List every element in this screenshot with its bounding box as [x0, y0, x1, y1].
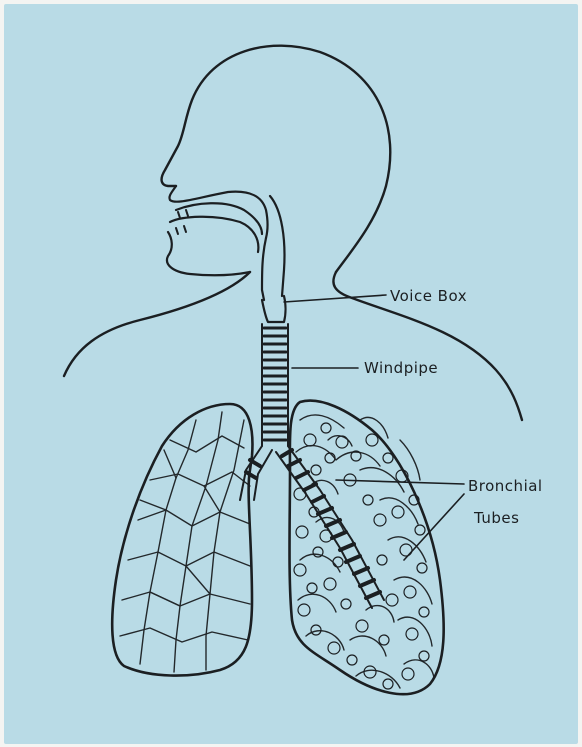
- tongue: [170, 217, 258, 252]
- pharynx: [270, 196, 284, 296]
- left-lung-outline: [112, 404, 252, 676]
- voice-box-leader: [284, 295, 386, 302]
- pharynx-inner: [262, 238, 266, 300]
- shoulder-left: [64, 272, 250, 376]
- bronchial-tube-rings: [246, 450, 380, 598]
- bronchial-tubes-label-line2: Tubes: [474, 509, 519, 527]
- teeth: [176, 210, 188, 234]
- head-outline: [162, 46, 391, 272]
- bronchial-tubes-label-line1: Bronchial: [468, 477, 543, 495]
- right-lung-outline: [290, 401, 444, 695]
- windpipe-label: Windpipe: [364, 359, 438, 377]
- windpipe-rings: [264, 328, 286, 440]
- lower-jaw: [167, 232, 250, 275]
- larynx: [262, 296, 286, 322]
- left-lung-network: [120, 412, 250, 672]
- voice-box-label: Voice Box: [390, 287, 467, 305]
- right-lung-network: [296, 415, 434, 688]
